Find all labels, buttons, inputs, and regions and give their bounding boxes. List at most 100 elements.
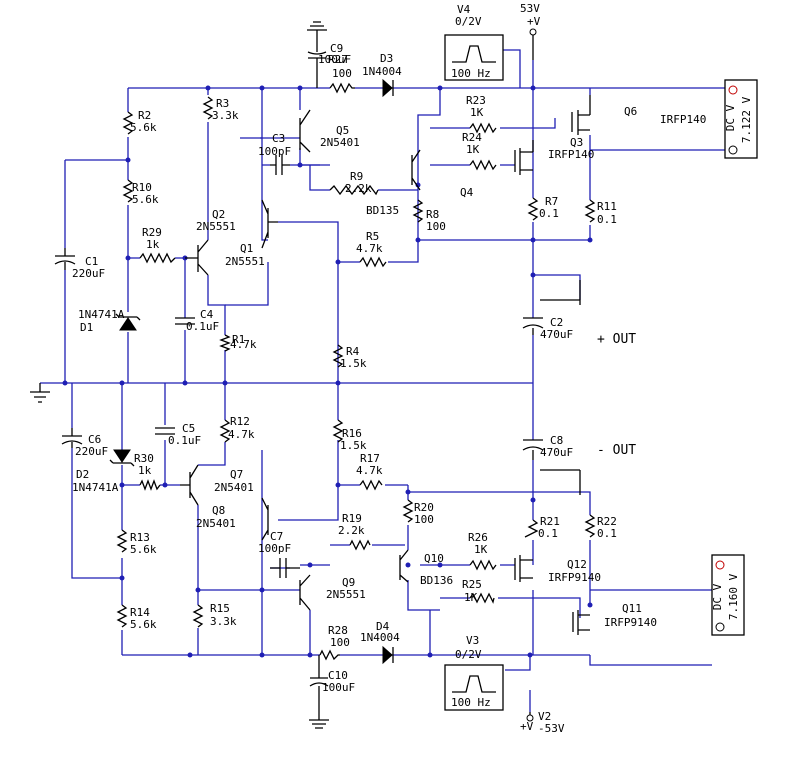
label-c9: C9	[330, 42, 343, 55]
label-r17: R17	[360, 452, 380, 465]
zener-d2	[113, 449, 131, 463]
value-r10: 5.6k	[132, 193, 159, 206]
value-r7: 0.1	[539, 207, 559, 220]
label-r5: R5	[366, 230, 379, 243]
resistor-r28	[319, 649, 340, 661]
type-q6: IRFP140	[660, 113, 706, 126]
value-r30: 1k	[138, 464, 152, 477]
label-r21: R21	[540, 515, 560, 528]
transistor-q10	[399, 549, 409, 583]
type-q7: 2N5401	[214, 481, 254, 494]
type-q12: IRFP9140	[548, 571, 601, 584]
label-r26: R26	[468, 531, 488, 544]
value-r24: 1K	[466, 143, 480, 156]
source-v3	[444, 664, 504, 711]
type-d3: 1N4004	[362, 65, 402, 78]
resistor-r24	[469, 159, 497, 171]
value-r25: 1K	[464, 591, 478, 604]
value-r11: 0.1	[597, 213, 617, 226]
capacitor-c3	[270, 155, 290, 175]
resistor-r26	[469, 559, 497, 571]
value-r23: 1K	[470, 106, 484, 119]
freq-v3: 100 Hz	[451, 696, 491, 709]
pol-v1: +V	[527, 15, 541, 28]
value-r19: 2.2k	[338, 524, 365, 537]
mosfet-q12	[514, 555, 533, 582]
label-r3: R3	[216, 97, 229, 110]
label-v2: V2	[538, 710, 551, 723]
resistor-r29	[139, 252, 176, 264]
value-v4: 0/2V	[455, 15, 482, 28]
value-r28: 100	[330, 636, 350, 649]
value-r12: 4.7k	[228, 428, 255, 441]
resistor-r20	[402, 499, 414, 523]
output-terminal-plus	[540, 280, 581, 305]
label-r14: R14	[130, 606, 150, 619]
output-terminal-minus	[540, 469, 581, 495]
label-r13: R13	[130, 531, 150, 544]
value-r22: 0.1	[597, 527, 617, 540]
type-q5: 2N5401	[320, 136, 360, 149]
label-r30: R30	[134, 452, 154, 465]
label-c2: C2	[550, 316, 563, 329]
freq-v4: 100 Hz	[451, 67, 491, 80]
resistor-r13	[116, 529, 128, 553]
label-r28: R28	[328, 624, 348, 637]
label-r2: R2	[138, 109, 151, 122]
capacitor-c10	[309, 655, 329, 710]
value-c7: 100pF	[258, 542, 291, 555]
label-r27: R27	[328, 53, 348, 66]
value-r9: 2.2k	[345, 182, 372, 195]
capacitor-c4	[175, 317, 195, 325]
capacitor-c5	[155, 427, 175, 435]
value-r13: 5.6k	[130, 543, 157, 556]
label-q6: Q6	[624, 105, 637, 118]
resistor-r3	[202, 96, 214, 120]
diode-d3	[382, 78, 393, 98]
resistor-r14	[116, 604, 128, 628]
resistor-r19	[349, 539, 371, 551]
value-r3: 3.3k	[212, 109, 239, 122]
label-v3: V3	[466, 634, 479, 647]
label-q11: Q11	[622, 602, 642, 615]
resistor-r2	[122, 111, 134, 135]
battery-icon	[526, 28, 537, 722]
label-r1: R1	[232, 333, 245, 346]
resistor-r27	[329, 82, 355, 94]
label-r12: R12	[230, 415, 250, 428]
transistor-q8	[180, 464, 199, 506]
resistor-r12	[219, 419, 231, 443]
diode-d4	[382, 645, 393, 665]
value-c3: 100pF	[258, 145, 291, 158]
value-r16: 1.5k	[340, 439, 367, 452]
label-q2: Q2	[212, 208, 225, 221]
value-r17: 4.7k	[356, 464, 383, 477]
type-q4: BD135	[366, 204, 399, 217]
label-r19: R19	[342, 512, 362, 525]
source-v4	[444, 34, 504, 81]
label-r11: R11	[597, 200, 617, 213]
value-r21: 0.1	[538, 527, 558, 540]
junctions	[62, 85, 593, 658]
transistors	[180, 95, 591, 635]
meter-top-unit: DC V	[724, 104, 737, 131]
type-q11: IRFP9140	[604, 616, 657, 629]
transistor-q7	[261, 497, 269, 541]
type-d2: 1N4741A	[72, 481, 119, 494]
label-q4: Q4	[460, 186, 474, 199]
capacitors	[54, 42, 544, 710]
type-q1: 2N5551	[225, 255, 265, 268]
zener-d1	[119, 317, 137, 331]
label-c5: C5	[182, 422, 195, 435]
resistor-r5	[359, 256, 387, 268]
resistor-r25	[469, 592, 495, 604]
value-r1: 4.7k	[230, 338, 257, 351]
value-c8: 470uF	[540, 446, 573, 459]
value-r15: 3.3k	[210, 615, 237, 628]
value-c2: 470uF	[540, 328, 573, 341]
voltmeter-bottom	[711, 554, 745, 636]
value-r8: 100	[426, 220, 446, 233]
label-minus-out: - OUT	[597, 443, 636, 458]
mosfet-q3	[514, 140, 534, 175]
